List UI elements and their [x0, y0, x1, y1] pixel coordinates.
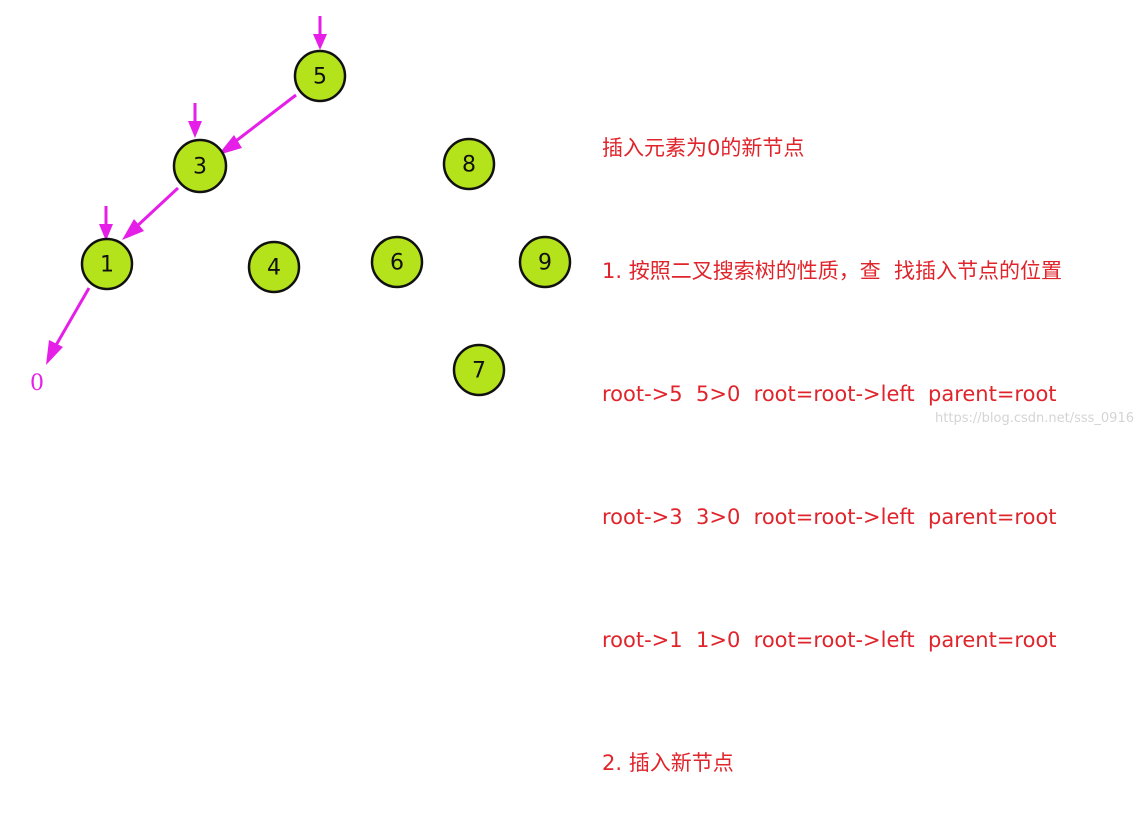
tree-node-4: 4 — [247, 240, 301, 294]
tree-node-7: 7 — [452, 343, 506, 397]
tree-node-5: 5 — [293, 49, 347, 103]
incoming-arrow-node-3 — [188, 103, 202, 138]
notes-step1: 1. 按照二叉搜索树的性质，查 找插入节点的位置 — [602, 259, 1063, 283]
explanation-notes: 插入元素为0的新节点 1. 按照二叉搜索树的性质，查 找插入节点的位置 root… — [602, 46, 1142, 825]
notes-step2: 2. 插入新节点 — [602, 751, 734, 775]
path-arrow-5-to-3 — [218, 93, 297, 155]
tree-node-6: 6 — [370, 235, 424, 289]
path-arrow-1-to-0 — [46, 287, 91, 365]
tree-node-9: 9 — [518, 235, 572, 289]
node-label-5: 5 — [313, 65, 327, 90]
node-label-6: 6 — [390, 251, 404, 276]
notes-line-root1: root->1 1>0 root=root->left parent=root — [602, 628, 1057, 652]
node-label-9: 9 — [538, 251, 552, 276]
incoming-arrow-node-5 — [313, 16, 327, 50]
bst-diagram: 5 3 8 1 4 6 9 7 0 — [30, 16, 572, 397]
node-label-3: 3 — [193, 155, 207, 180]
watermark: https://blog.csdn.net/sss_0916 — [935, 411, 1134, 426]
notes-title: 插入元素为0的新节点 — [602, 136, 805, 160]
notes-line-root5: root->5 5>0 root=root->left parent=root — [602, 382, 1057, 406]
tree-node-8: 8 — [442, 137, 496, 191]
path-arrow-3-to-1 — [122, 186, 180, 240]
incoming-arrow-node-1 — [99, 206, 113, 241]
node-label-1: 1 — [100, 253, 114, 278]
tree-node-1: 1 — [80, 237, 134, 291]
node-label-8: 8 — [462, 153, 476, 178]
inserted-value-label: 0 — [30, 371, 44, 396]
node-label-4: 4 — [267, 256, 281, 281]
notes-line-root3: root->3 3>0 root=root->left parent=root — [602, 505, 1057, 529]
node-label-7: 7 — [472, 359, 486, 384]
tree-node-3: 3 — [172, 138, 228, 194]
